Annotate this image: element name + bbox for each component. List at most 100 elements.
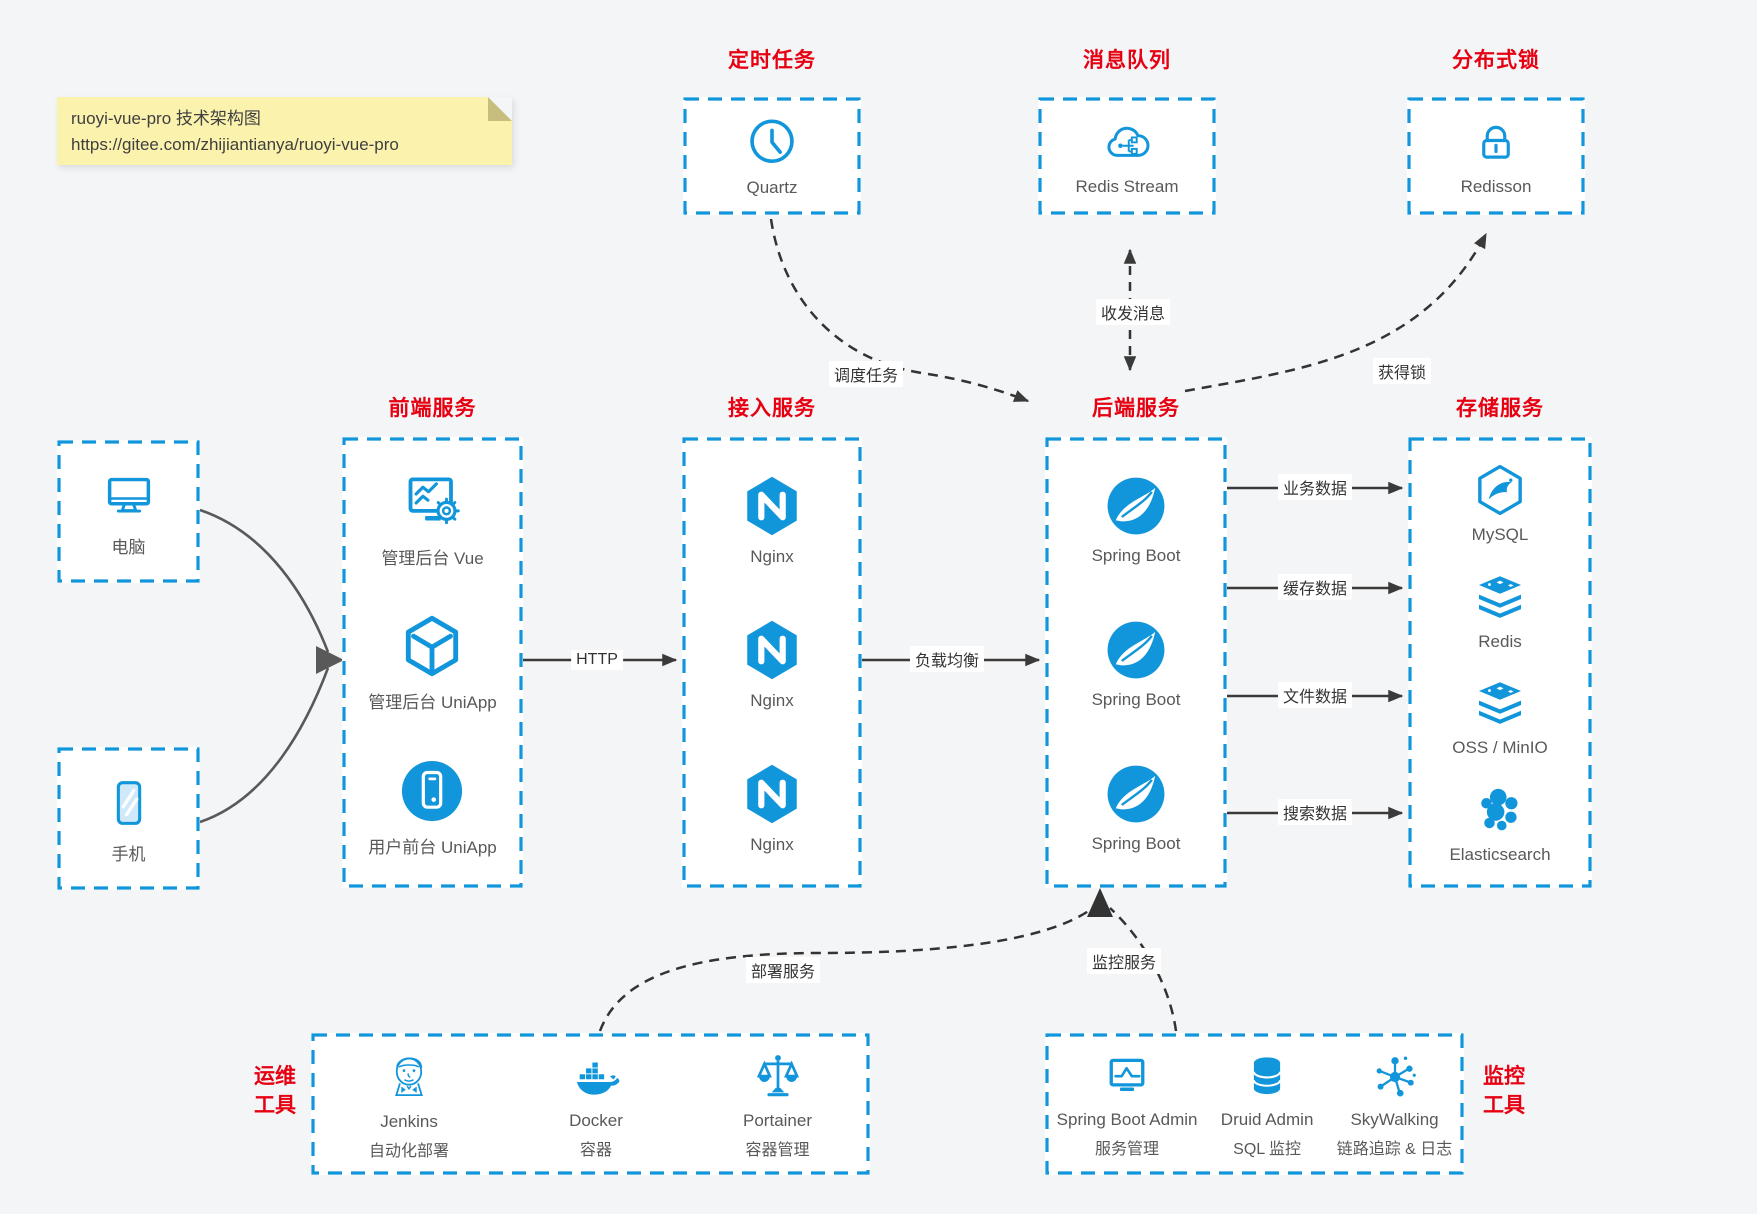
box-ops-tools: Jenkins 自动化部署 Docker 容器 — [311, 1033, 870, 1175]
elasticsearch-cluster-icon — [1481, 788, 1518, 831]
column-storage: MySQL Redis — [1408, 437, 1592, 888]
edge-label-monitor-service: 监控服务 — [1086, 948, 1162, 974]
node-jenkins: Jenkins 自动化部署 — [369, 1047, 449, 1161]
node-label: Spring Boot — [1091, 689, 1181, 709]
category-ops-tools: 运维 工具 — [254, 1065, 296, 1117]
nginx-icon — [747, 620, 797, 680]
mysql-dolphin-icon — [1478, 464, 1522, 515]
scales-icon — [756, 1055, 799, 1097]
category-backend: 后端服务 — [1092, 397, 1180, 420]
network-nodes-icon — [1376, 1056, 1416, 1097]
node-label: Druid Admin — [1220, 1110, 1314, 1129]
edge-label-cache-data: 缓存数据 — [1277, 574, 1353, 600]
lock-icon — [1482, 125, 1510, 159]
node-desc: SQL 监控 — [1233, 1141, 1302, 1158]
node-spring-boot-2: Spring Boot — [1091, 615, 1181, 710]
nginx-icon — [747, 477, 797, 536]
spring-leaf-icon — [1107, 477, 1165, 535]
edge-label-search-data: 搜索数据 — [1277, 799, 1353, 825]
category-message-queue: 消息队列 — [1083, 49, 1171, 72]
spring-leaf-icon — [1107, 765, 1165, 823]
nginx-icon — [747, 764, 797, 823]
edge-label-load-balance: 负载均衡 — [909, 646, 985, 672]
node-label: Spring Boot Admin — [1056, 1110, 1198, 1129]
category-access: 接入服务 — [728, 397, 816, 420]
desktop-icon — [107, 477, 150, 512]
node-oss-minio: OSS / MinIO — [1452, 677, 1548, 758]
node-label: OSS / MinIO — [1452, 738, 1548, 758]
node-phone: 手机 — [57, 747, 200, 890]
node-label: 管理后台 Vue — [381, 549, 484, 569]
node-desc: 服务管理 — [1095, 1141, 1160, 1158]
node-nginx-2: Nginx — [736, 614, 808, 711]
node-label: Nginx — [750, 690, 794, 710]
node-label: 手机 — [111, 844, 146, 864]
edge-label-file-data: 文件数据 — [1277, 682, 1353, 708]
node-label: Redisson — [1460, 176, 1532, 196]
category-storage: 存储服务 — [1456, 397, 1544, 420]
spring-leaf-icon — [1107, 621, 1165, 679]
node-label: Redis Stream — [1075, 176, 1179, 196]
phone-icon — [116, 780, 141, 825]
node-redis-stream: Redis Stream — [1038, 97, 1216, 215]
node-label: Redis — [1478, 631, 1522, 651]
edge-label-http: HTTP — [571, 650, 623, 670]
node-label: Nginx — [750, 834, 794, 854]
node-label: 用户前台 UniApp — [368, 837, 497, 857]
edge-label-send-receive-message: 收发消息 — [1095, 299, 1171, 325]
node-redis: Redis — [1470, 571, 1530, 652]
node-desc: 自动化部署 — [369, 1143, 450, 1160]
mobile-app-circle-icon — [402, 760, 463, 821]
node-elasticsearch: Elasticsearch — [1449, 784, 1551, 865]
node-label: Jenkins — [380, 1112, 438, 1131]
clock-icon — [750, 119, 794, 163]
node-spring-boot-admin: Spring Boot Admin 服务管理 — [1056, 1049, 1198, 1159]
node-label: 管理后台 UniApp — [368, 693, 497, 713]
node-computer: 电脑 — [57, 440, 200, 583]
node-druid-admin: Druid Admin SQL 监控 — [1220, 1049, 1314, 1159]
cloud-stream-icon — [1107, 126, 1150, 157]
node-label: Elasticsearch — [1449, 845, 1551, 865]
node-quartz: Quartz — [683, 97, 861, 215]
node-desc: 容器管理 — [745, 1142, 810, 1159]
category-monitoring-tools: 监控 工具 — [1483, 1065, 1525, 1117]
note-folded-corner-icon — [488, 97, 512, 121]
node-spring-boot-3: Spring Boot — [1092, 759, 1180, 854]
node-desc: 容器 — [580, 1142, 613, 1159]
category-distributed-lock: 分布式锁 — [1452, 49, 1540, 72]
column-access: Nginx Nginx Nginx — [682, 437, 862, 888]
node-label: Portainer — [743, 1111, 812, 1130]
node-label: Docker — [569, 1111, 623, 1130]
node-user-uniapp: 用户前台 UniApp — [368, 754, 497, 858]
sticky-note: ruoyi-vue-pro 技术架构图 https://gitee.com/zh… — [57, 97, 512, 165]
edge-label-business-data: 业务数据 — [1277, 474, 1353, 500]
redis-stack-icon — [1478, 682, 1521, 725]
monitor-pulse-icon — [1109, 1058, 1145, 1091]
node-skywalking: SkyWalking 链路追踪 & 日志 — [1337, 1049, 1452, 1159]
node-admin-vue: 管理后台 Vue — [381, 467, 484, 569]
column-backend: Spring Boot Spring Boot Spring Boot — [1045, 437, 1227, 888]
category-scheduled-tasks: 定时任务 — [728, 49, 816, 72]
node-label: Nginx — [750, 547, 794, 567]
node-label: 电脑 — [111, 537, 146, 557]
node-label: Spring Boot — [1091, 546, 1181, 566]
edge-label-deploy-service: 部署服务 — [745, 957, 821, 983]
jenkins-butler-icon — [395, 1057, 423, 1097]
node-nginx-1: Nginx — [736, 470, 808, 567]
node-admin-uniapp: 管理后台 UniApp — [368, 609, 497, 713]
box-monitoring-tools: Spring Boot Admin 服务管理 Druid Admin SQL 监… — [1045, 1033, 1464, 1175]
redis-stack-icon — [1479, 575, 1521, 618]
node-label: Quartz — [746, 177, 798, 197]
node-nginx-3: Nginx — [736, 758, 808, 855]
note-url: https://gitee.com/zhijiantianya/ruoyi-vu… — [71, 134, 399, 154]
node-label: MySQL — [1471, 524, 1529, 544]
node-mysql: MySQL — [1469, 460, 1531, 545]
category-frontend: 前端服务 — [388, 397, 477, 420]
admin-screen-gear-icon — [408, 477, 460, 525]
node-portainer: Portainer 容器管理 — [743, 1048, 812, 1160]
node-spring-boot-1: Spring Boot — [1091, 471, 1181, 566]
column-frontend: 管理后台 Vue 管理后台 UniApp 用户前台 UniApp — [342, 437, 523, 888]
uniapp-cube-icon — [406, 616, 459, 677]
note-title: ruoyi-vue-pro 技术架构图 — [71, 109, 261, 128]
